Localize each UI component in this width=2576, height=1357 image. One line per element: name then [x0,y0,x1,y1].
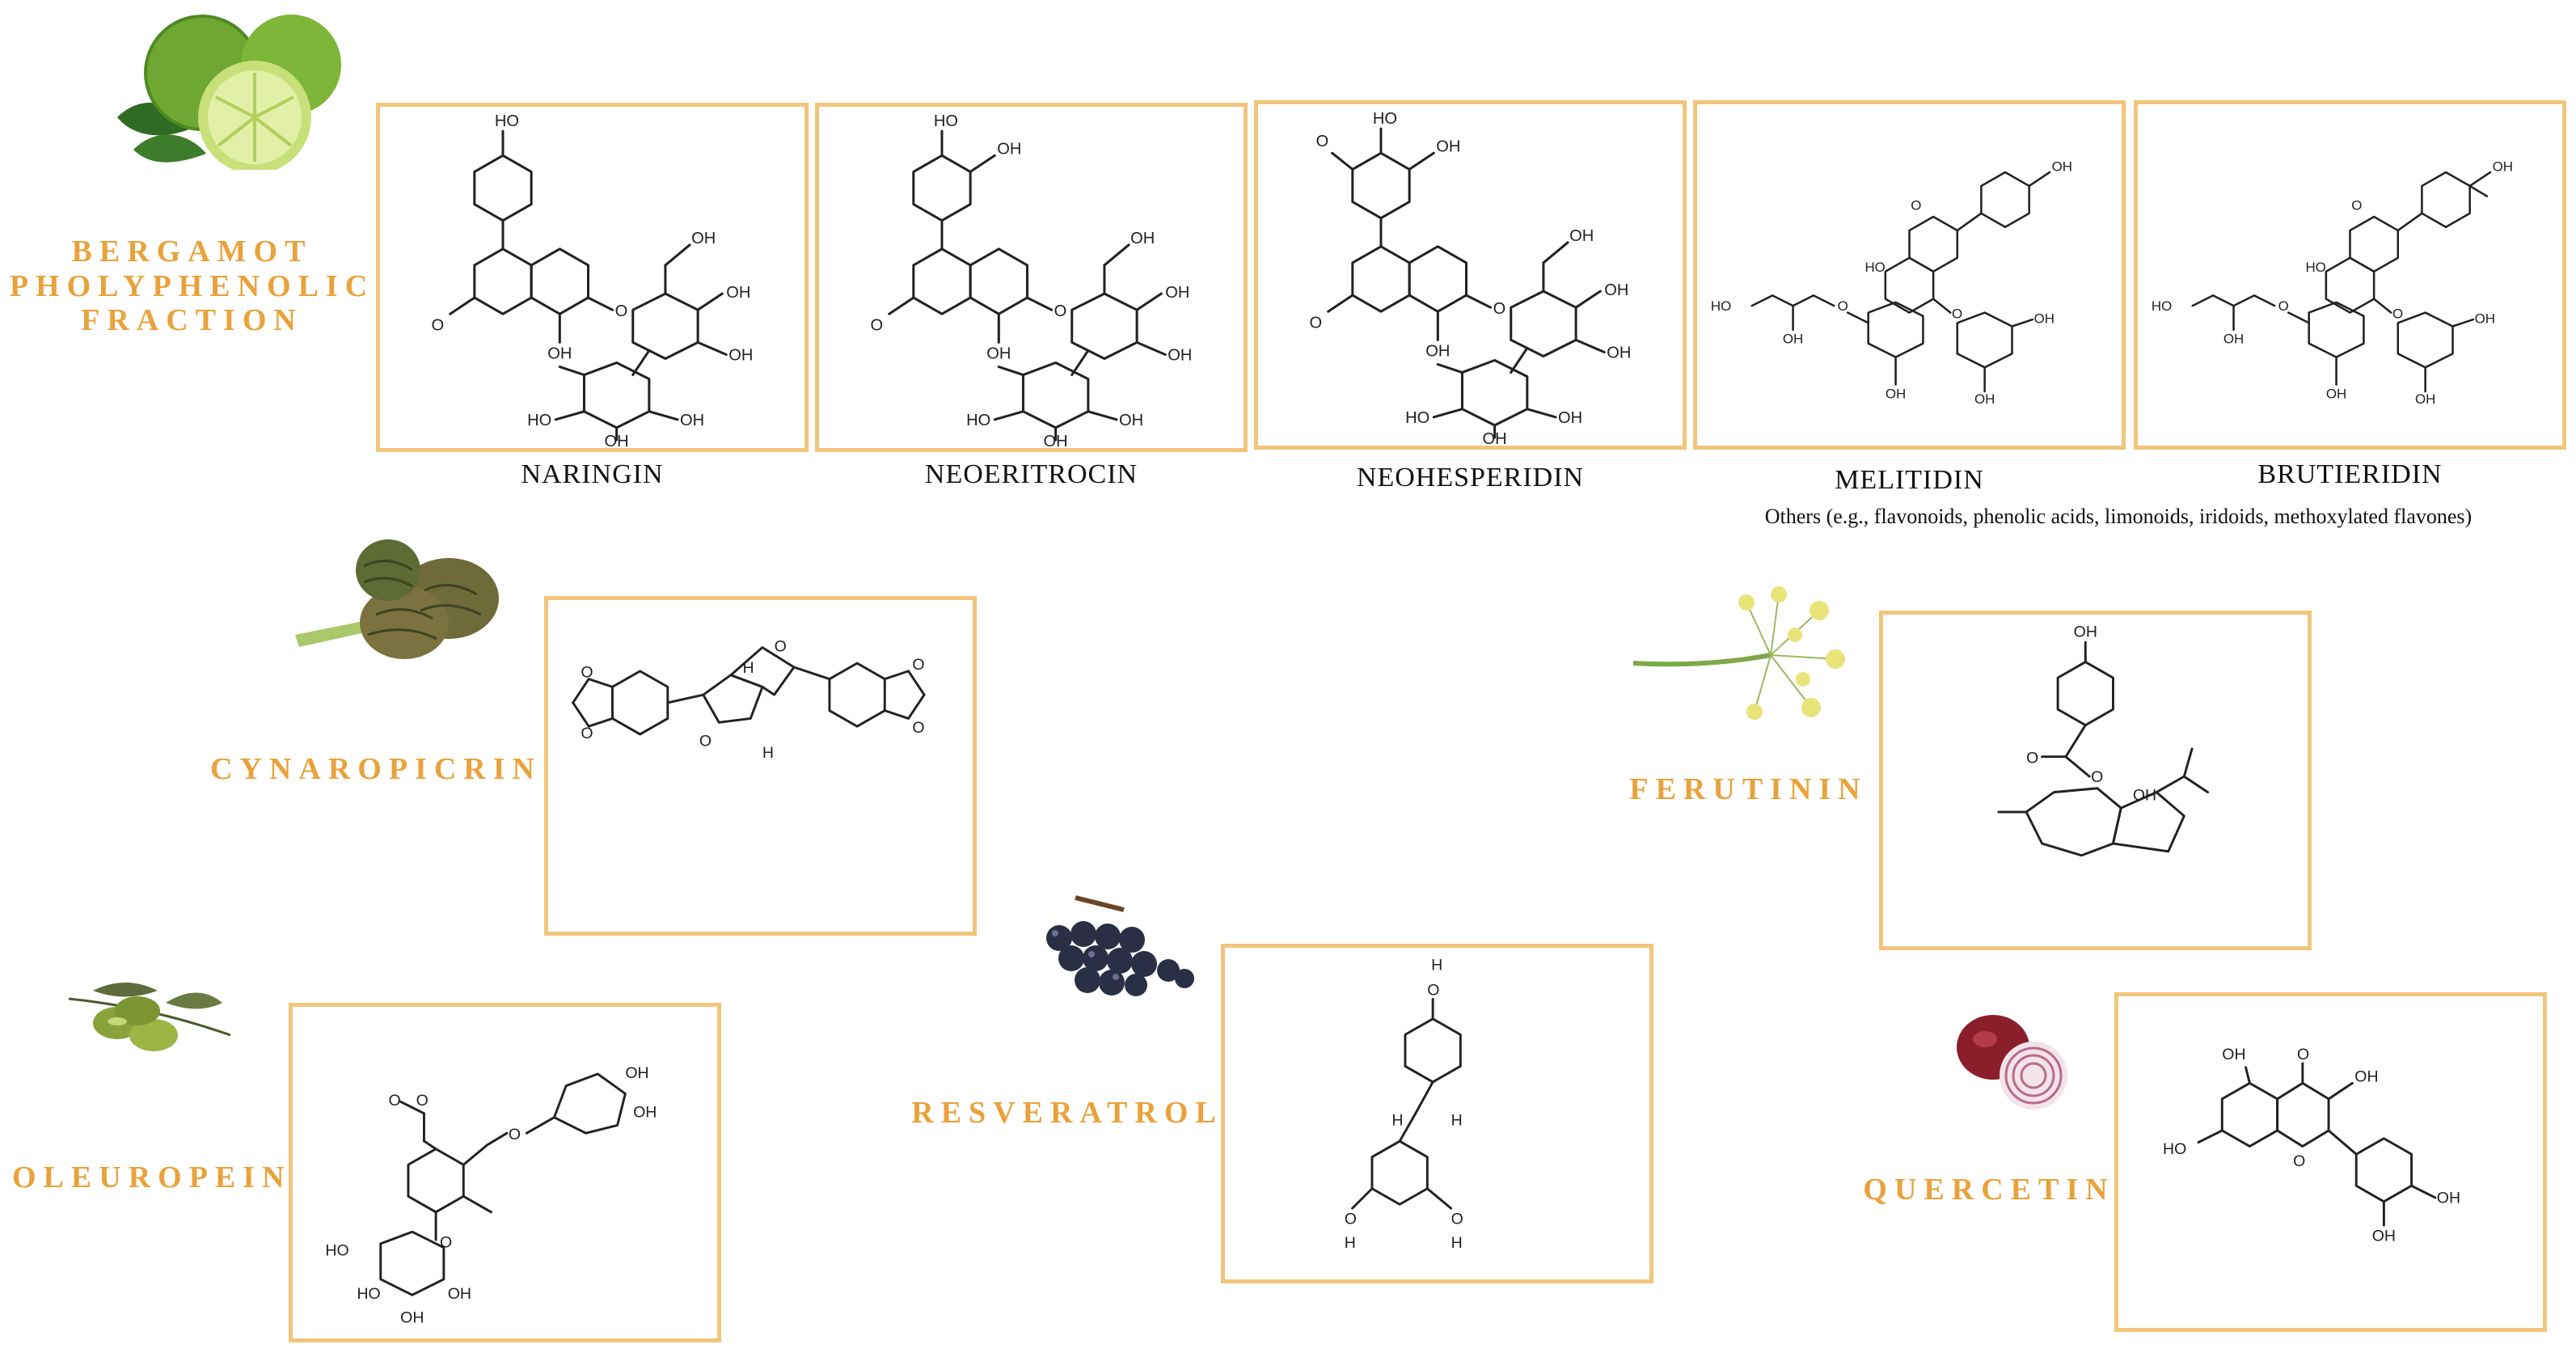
svg-text:O: O [2091,768,2103,786]
neoeritrocin-label: NEOERITROCIN [924,459,1138,489]
svg-text:O: O [1316,133,1329,150]
svg-text:HO: HO [325,1242,348,1260]
oleuropein-label: OLEUROPEIN [12,1160,292,1194]
oleuropein-structure: O O O OH OH O HO HO OH OH [289,1003,721,1342]
svg-text:O: O [1451,1211,1463,1228]
svg-text:O: O [699,733,712,750]
melitidin-label: MELITIDIN [1835,465,1984,495]
grape-icon [1027,890,1197,1011]
neoeritrocin-structure: OH [815,103,1248,452]
svg-text:OH: OH [2222,1046,2245,1063]
svg-text:O: O [1345,1211,1357,1228]
bergamot-label: BERGAMOT PHOLYPHENOLIC FRACTION [9,235,375,338]
olive-icon [69,958,230,1063]
svg-text:OH: OH [2437,1190,2460,1207]
svg-text:OH: OH [2354,1067,2378,1085]
cynaropicrin-label: CYNAROPICRIN [210,752,542,786]
quercetin-structure: OH O O OH HO OH OH [2114,992,2547,1332]
svg-text:O: O [912,719,924,737]
quercetin-label: QUERCETIN [1863,1173,2115,1207]
svg-text:O: O [509,1126,521,1144]
svg-text:OH: OH [1436,137,1460,155]
svg-text:OH: OH [2372,1228,2396,1245]
svg-text:OH: OH [448,1285,471,1303]
naringin-structure [376,103,809,452]
fennel-icon [1633,578,1864,732]
artichoke-icon [287,534,505,667]
svg-text:H: H [1345,1234,1356,1252]
brutieridin-structure [2134,100,2566,450]
svg-text:O: O [440,1234,452,1252]
svg-text:O: O [775,637,787,655]
svg-text:H: H [1451,1112,1463,1130]
melitidin-structure [1693,100,2126,450]
naringin-label: NARINGIN [521,459,664,489]
svg-text:H: H [762,744,774,762]
svg-text:O: O [581,664,593,682]
svg-text:O: O [2297,1046,2309,1063]
svg-text:H: H [1391,1112,1403,1130]
svg-text:H: H [743,659,754,677]
svg-text:O: O [1427,982,1439,1000]
svg-text:O: O [2026,750,2038,767]
svg-text:OH: OH [400,1308,424,1326]
ferutinin-label: FERUTININ [1629,772,1868,806]
brutieridin-label: BRUTIERIDIN [2257,459,2443,489]
svg-text:H: H [1451,1234,1463,1252]
onion-icon [1949,1007,2078,1112]
svg-text:OH: OH [997,140,1021,158]
ferutinin-structure: OH O O OH [1879,611,2312,950]
neohesperidin-label: NEOHESPERIDIN [1356,463,1585,492]
svg-text:OH: OH [2074,623,2097,640]
svg-text:OH: OH [633,1104,657,1122]
svg-text:OH: OH [2133,786,2156,804]
svg-text:OH: OH [625,1064,648,1082]
bergamot-icon [109,12,352,170]
resveratrol-label: RESVERATROL [911,1096,1223,1130]
svg-text:O: O [389,1092,401,1110]
svg-text:O: O [2293,1152,2305,1170]
neohesperidin-structure: OH O [1254,100,1687,450]
svg-text:O: O [912,656,924,674]
svg-text:O: O [581,725,593,742]
cynaropicrin-structure: O O O O H H O O [544,596,977,936]
svg-text:H: H [1431,956,1442,974]
svg-text:O: O [416,1092,429,1110]
others-note: Others (e.g., flavonoids, phenolic acids… [1764,505,2473,528]
svg-text:HO: HO [2163,1140,2186,1158]
svg-text:HO: HO [357,1285,380,1303]
